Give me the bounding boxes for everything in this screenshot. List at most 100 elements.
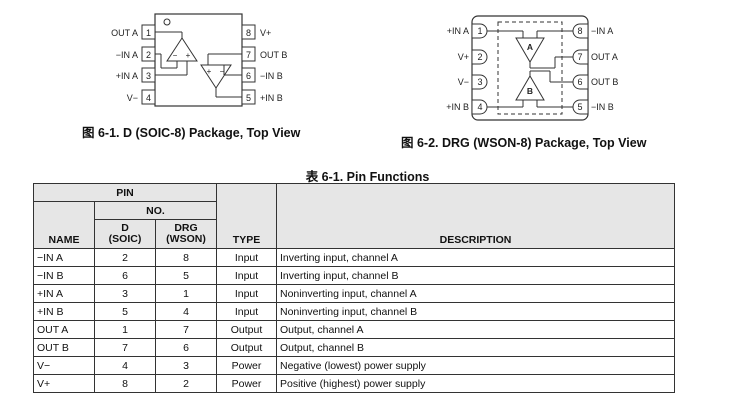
cell-type: Input	[216, 248, 277, 267]
cell-type: Input	[216, 266, 277, 285]
amp-a-label: A	[527, 42, 533, 52]
inverting-sign: −	[220, 67, 225, 76]
soic8-pin-name: V−	[127, 93, 138, 103]
op-amp-b-symbol: B	[487, 70, 573, 108]
cell-d: 3	[94, 284, 156, 303]
wson8-pin-name: V+	[458, 52, 469, 62]
table-row: +IN A 3 1 Input Noninverting input, chan…	[33, 284, 675, 303]
soic8-pin-number: 2	[146, 50, 151, 60]
cell-drg: 3	[155, 356, 217, 375]
op-amp-a-symbol: A	[487, 30, 573, 69]
soic8-pin-number: 5	[246, 93, 251, 103]
cell-type: Input	[216, 302, 277, 321]
cell-description: Noninverting input, channel A	[276, 284, 675, 303]
cell-name: +IN A	[33, 284, 95, 303]
header-description: DESCRIPTION	[276, 183, 675, 249]
cell-name: +IN B	[33, 302, 95, 321]
wson8-pin-pad	[572, 49, 589, 65]
cell-d: 1	[94, 320, 156, 339]
cell-drg: 2	[155, 374, 217, 393]
cell-name: OUT B	[33, 338, 95, 357]
cell-name: OUT A	[33, 320, 95, 339]
soic8-pin-name: V+	[260, 28, 271, 38]
soic8-pin-box	[141, 89, 156, 105]
wson8-pin-name: −IN A	[591, 26, 613, 36]
cell-drg: 6	[155, 338, 217, 357]
cell-name: −IN A	[33, 248, 95, 267]
cell-description: Negative (lowest) power supply	[276, 356, 675, 375]
pin-functions-table: PIN TYPE DESCRIPTION NAME NO. D (SOIC) D…	[33, 183, 675, 393]
soic8-pin-number: 3	[146, 71, 151, 81]
header-d-soic: D (SOIC)	[94, 219, 156, 249]
wson8-pinout-diagram: 1 2 3 4 +IN A V+ V− +IN B 8 7 6 5 −IN A …	[430, 14, 630, 124]
wson8-pin-name: −IN B	[591, 102, 614, 112]
table-row: +IN B 5 4 Input Noninverting input, chan…	[33, 302, 675, 321]
wson8-diagram-svg: 1 2 3 4 +IN A V+ V− +IN B 8 7 6 5 −IN A …	[446, 15, 618, 121]
wson8-pin-pad	[471, 49, 488, 65]
wson8-pin-number: 5	[577, 102, 582, 112]
inverting-sign: −	[173, 51, 178, 60]
wson8-pin-number: 6	[577, 77, 582, 87]
noninverting-sign: +	[207, 67, 212, 76]
cell-name: V−	[33, 356, 95, 375]
figure-6-2-caption: 图 6-2. DRG (WSON-8) Package, Top View	[401, 136, 647, 150]
cell-drg: 5	[155, 266, 217, 285]
soic8-pin-name: +IN B	[260, 93, 283, 103]
soic8-pin-number: 6	[246, 71, 251, 81]
soic8-pin-number: 4	[146, 93, 151, 103]
wson8-pin-name: OUT A	[591, 52, 618, 62]
cell-type: Power	[216, 356, 277, 375]
cell-drg: 8	[155, 248, 217, 267]
cell-drg: 7	[155, 320, 217, 339]
soic8-pin-name: +IN A	[116, 71, 138, 81]
table-row: OUT B 7 6 Output Output, channel B	[33, 338, 675, 357]
cell-d: 8	[94, 374, 156, 393]
cell-name: V+	[33, 374, 95, 393]
wson8-thermal-pad-outline	[497, 21, 563, 115]
op-amp-b-symbol: + −	[200, 53, 242, 98]
header-d-label: D	[121, 222, 129, 234]
table-row: V+ 8 2 Power Positive (highest) power su…	[33, 374, 675, 393]
cell-description: Inverting input, channel A	[276, 248, 675, 267]
cell-description: Output, channel B	[276, 338, 675, 357]
wson8-pin-pad	[572, 23, 589, 39]
header-type: TYPE	[216, 183, 277, 249]
wson8-pin-number: 8	[577, 26, 582, 36]
wson8-pin-name: +IN A	[447, 26, 469, 36]
soic8-pin-number: 1	[146, 28, 151, 38]
soic8-pin-number: 7	[246, 50, 251, 60]
header-drg-sub: (WSON)	[166, 233, 206, 245]
soic8-diagram-svg: 1 2 3 4 OUT A −IN A +IN A V− 8 7 6 5 V+ …	[111, 13, 287, 107]
wson8-pin-pad	[471, 23, 488, 39]
wson8-pin-pad	[471, 99, 488, 115]
wson8-pin-number: 2	[477, 52, 482, 62]
cell-description: Output, channel A	[276, 320, 675, 339]
table-row: OUT A 1 7 Output Output, channel A	[33, 320, 675, 339]
soic8-pin-name: OUT A	[111, 28, 138, 38]
soic8-pin-name: −IN A	[116, 50, 138, 60]
header-d-sub: (SOIC)	[108, 233, 142, 245]
header-drg-wson: DRG (WSON)	[155, 219, 217, 249]
header-pin: PIN	[33, 183, 217, 202]
wson8-pin-number: 1	[477, 26, 482, 36]
noninverting-sign: +	[186, 51, 191, 60]
cell-type: Output	[216, 338, 277, 357]
header-name: NAME	[33, 201, 95, 249]
wson8-pin-pad	[572, 74, 589, 90]
soic8-pin-name: −IN B	[260, 71, 283, 81]
cell-type: Input	[216, 284, 277, 303]
cell-d: 6	[94, 266, 156, 285]
cell-type: Power	[216, 374, 277, 393]
op-amp-a-symbol: − +	[155, 31, 198, 76]
cell-drg: 4	[155, 302, 217, 321]
cell-description: Positive (highest) power supply	[276, 374, 675, 393]
wson8-pin-name: +IN B	[446, 102, 469, 112]
cell-d: 5	[94, 302, 156, 321]
wson8-pin-pad	[572, 99, 589, 115]
cell-description: Noninverting input, channel B	[276, 302, 675, 321]
wson8-pin-number: 3	[477, 77, 482, 87]
header-no: NO.	[94, 201, 217, 220]
wson8-pin-name: OUT B	[591, 77, 618, 87]
cell-d: 7	[94, 338, 156, 357]
table-title: 表 6-1. Pin Functions	[305, 170, 430, 184]
